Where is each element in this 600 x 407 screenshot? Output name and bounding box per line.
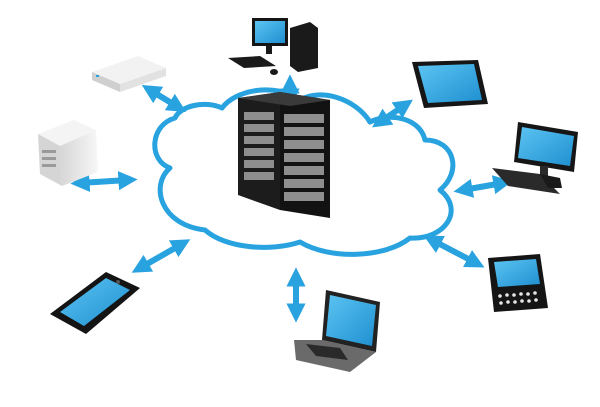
arrow-tower-server [70,171,138,192]
arrow-storage [141,85,187,112]
smartphone-qwerty-icon [488,254,548,312]
server-rack-icon [238,92,330,218]
touch-phone-icon [50,272,140,334]
arrow-monitor [453,175,513,198]
tower-server-icon [38,120,98,186]
arrow-tablet [372,99,413,128]
arrow-smartphone [423,235,485,268]
monitor-keyboard-icon [492,122,578,194]
laptop-icon [294,290,380,372]
network-storage-icon [92,56,166,92]
arrow-touch-phone [131,239,191,273]
desktop-computer-icon [228,18,318,75]
tablet-icon [412,60,488,108]
